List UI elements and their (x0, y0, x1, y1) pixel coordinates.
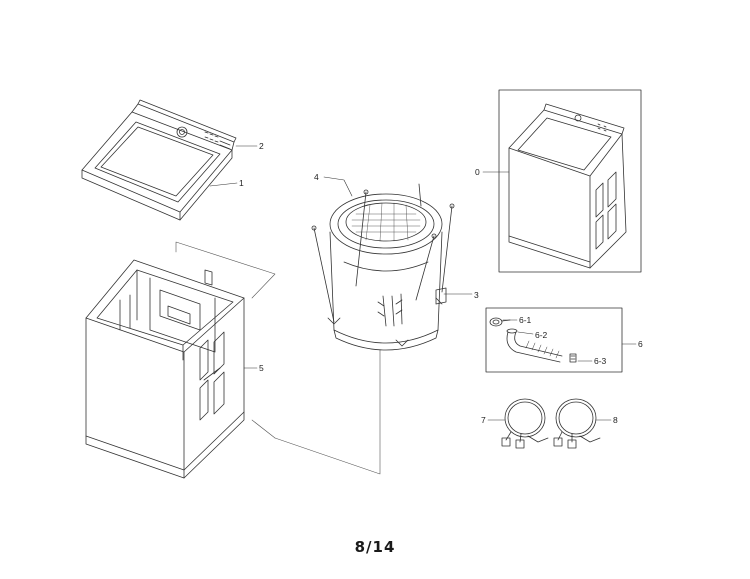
callout-7[interactable]: 7 (481, 415, 486, 425)
part-inlet-hose-hot[interactable] (501, 398, 549, 449)
callout-6[interactable]: 6 (638, 339, 643, 349)
callout-6-1[interactable]: 6-1 (519, 315, 532, 325)
callout-3[interactable]: 3 (474, 290, 479, 300)
assembly-guide-lines (175, 241, 381, 475)
callout-6-3[interactable]: 6-3 (594, 356, 607, 366)
callout-5[interactable]: 5 (259, 363, 264, 373)
callout-labels: 2 1 4 3 5 0 6 6-1 6-2 6-3 7 8 (239, 141, 643, 425)
callout-2[interactable]: 2 (259, 141, 264, 151)
part-complete-washer[interactable] (498, 89, 642, 273)
part-drain-hose-kit[interactable] (485, 307, 623, 373)
leader-lines (209, 145, 637, 421)
part-cabinet[interactable] (85, 259, 245, 479)
part-tub-assembly[interactable] (311, 183, 455, 351)
callout-0[interactable]: 0 (475, 167, 480, 177)
part-top-lid[interactable] (81, 99, 237, 221)
page-number: 8/14 (354, 538, 396, 556)
callout-1[interactable]: 1 (239, 178, 244, 188)
callout-6-2[interactable]: 6-2 (535, 330, 548, 340)
callout-4[interactable]: 4 (314, 172, 319, 182)
callout-8[interactable]: 8 (613, 415, 618, 425)
part-inlet-hose-cold[interactable] (553, 398, 601, 449)
